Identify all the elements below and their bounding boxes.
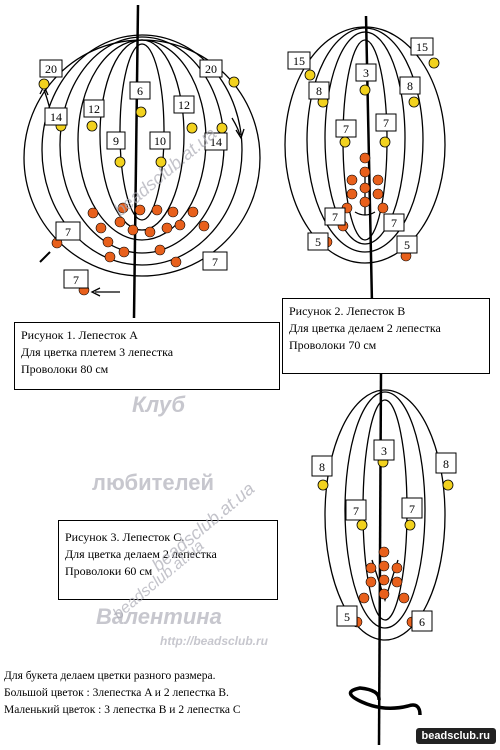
label-c-1: 8 [443,457,449,471]
label-c-5: 5 [344,610,350,624]
label-b-6: 7 [383,116,389,130]
label-boxes [39,37,457,632]
label-b-4: 3 [363,66,369,80]
caption-petal-a: Рисунок 1. Лепесток А Для цветка плетем … [14,322,280,390]
label-a-1: 20 [205,62,217,76]
orange-beads [51,152,418,628]
footer-line-2: Большой цветок : 3лепестка A и 2 лепестк… [4,687,229,699]
caption-a-line-2: Для цветка плетем 3 лепестка [21,345,174,359]
label-c-3: 7 [353,504,359,518]
site-badge: beadsclub.ru [415,728,496,744]
label-a-9: 7 [65,225,71,239]
label-a-6: 6 [137,84,143,98]
caption-b-line-3: Проволоки 70 см [289,338,377,352]
caption-c-line-1: Рисунок 3. Лепесток С. [65,530,185,544]
label-b-1: 15 [416,40,428,54]
label-b-2: 8 [316,84,322,98]
label-b-3: 8 [407,79,413,93]
label-a-0: 20 [45,62,57,76]
caption-b-line-1: Рисунок 2. Лепесток В [289,304,406,318]
label-c-2: 3 [381,444,387,458]
caption-a-line-1: Рисунок 1. Лепесток А [21,328,138,342]
petal-c-wires [324,389,446,641]
label-b-9: 5 [315,235,321,249]
label-c-6: 6 [419,615,425,629]
label-a-5: 12 [178,98,190,112]
caption-b-line-2: Для цветка делаем 2 лепестка [289,321,441,335]
watermark-club: Клуб [132,392,186,417]
caption-c-line-2: Для цветка делаем 2 лепестка [65,547,217,561]
label-b-7: 7 [332,210,338,224]
label-b-0: 15 [293,54,305,68]
caption-petal-b: Рисунок 2. Лепесток В Для цветка делаем … [282,298,490,374]
label-b-5: 7 [343,122,349,136]
label-a-11: 7 [73,273,79,287]
label-a-2: 14 [50,110,62,124]
watermark-url: http://beadsclub.ru [160,634,268,648]
label-a-8: 10 [154,134,166,148]
caption-a-line-3: Проволоки 80 см [21,362,109,376]
footer-notes: Для букета делаем цветки разного размера… [4,668,241,719]
label-a-3: 14 [210,135,222,149]
label-b-10: 5 [404,238,410,252]
label-c-4: 7 [409,502,415,516]
watermark-name: Валентина [96,604,222,629]
caption-c-line-3: Проволоки 60 см [65,564,153,578]
label-a-4: 12 [88,102,100,116]
footer-line-1: Для букета делаем цветки разного размера… [4,670,216,682]
label-a-7: 9 [113,134,119,148]
label-c-0: 8 [319,460,325,474]
footer-line-3: Маленький цветок : 3 лепестка B и 2 лепе… [4,704,241,716]
label-a-10: 7 [212,255,218,269]
label-b-8: 7 [391,216,397,230]
watermark-lovers: любителей [92,470,215,495]
caption-petal-c: Рисунок 3. Лепесток С. Для цветка делаем… [58,520,278,600]
